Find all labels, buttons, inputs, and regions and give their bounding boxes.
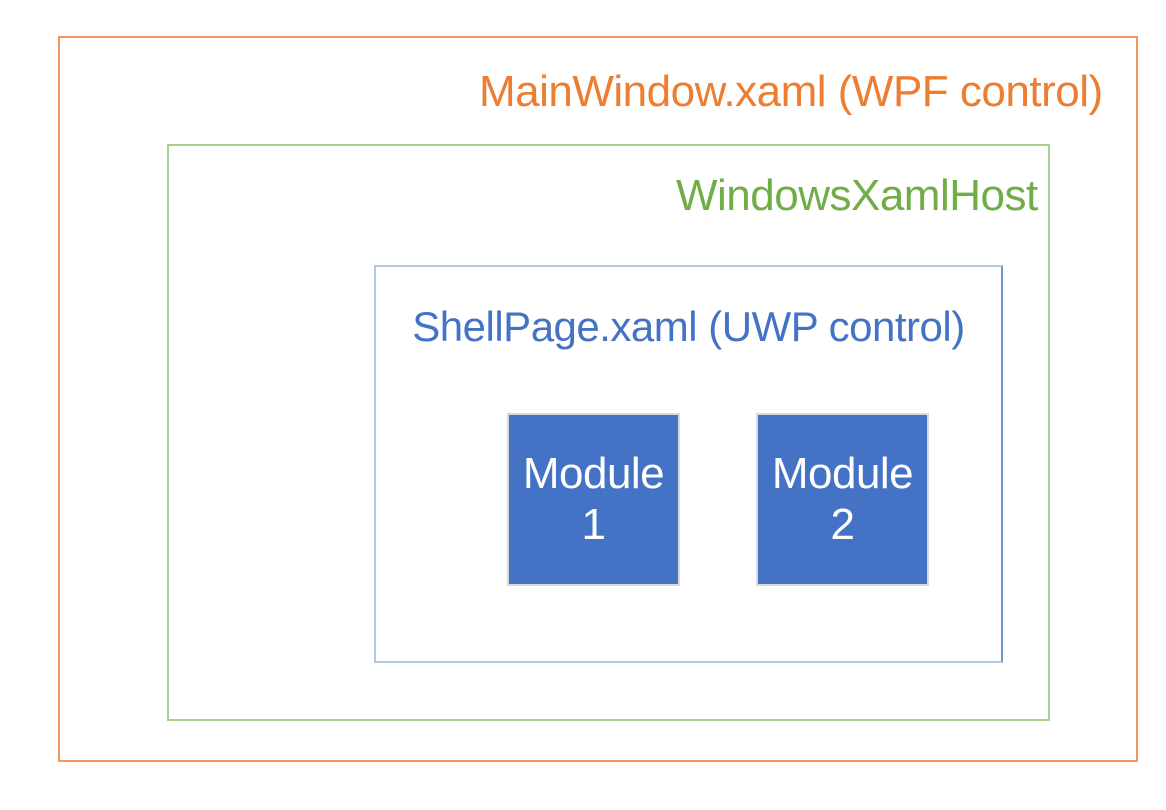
module-1-label-line1: Module (522, 449, 665, 499)
windowsxamlhost-box: WindowsXamlHost ShellPage.xaml (UWP cont… (167, 144, 1050, 721)
mainwindow-box: MainWindow.xaml (WPF control) WindowsXam… (58, 36, 1138, 762)
module-1-box: Module 1 (507, 413, 680, 586)
module-2-label-line1: Module (771, 449, 914, 499)
mainwindow-label: MainWindow.xaml (WPF control) (479, 67, 1103, 116)
module-1-label-line2: 1 (581, 499, 606, 549)
shellpage-box: ShellPage.xaml (UWP control) Module 1 Mo… (374, 265, 1003, 663)
shellpage-label: ShellPage.xaml (UWP control) (412, 303, 965, 350)
windowsxamlhost-label: WindowsXamlHost (676, 171, 1038, 220)
module-2-box: Module 2 (756, 413, 929, 586)
module-2-label-line2: 2 (830, 499, 855, 549)
